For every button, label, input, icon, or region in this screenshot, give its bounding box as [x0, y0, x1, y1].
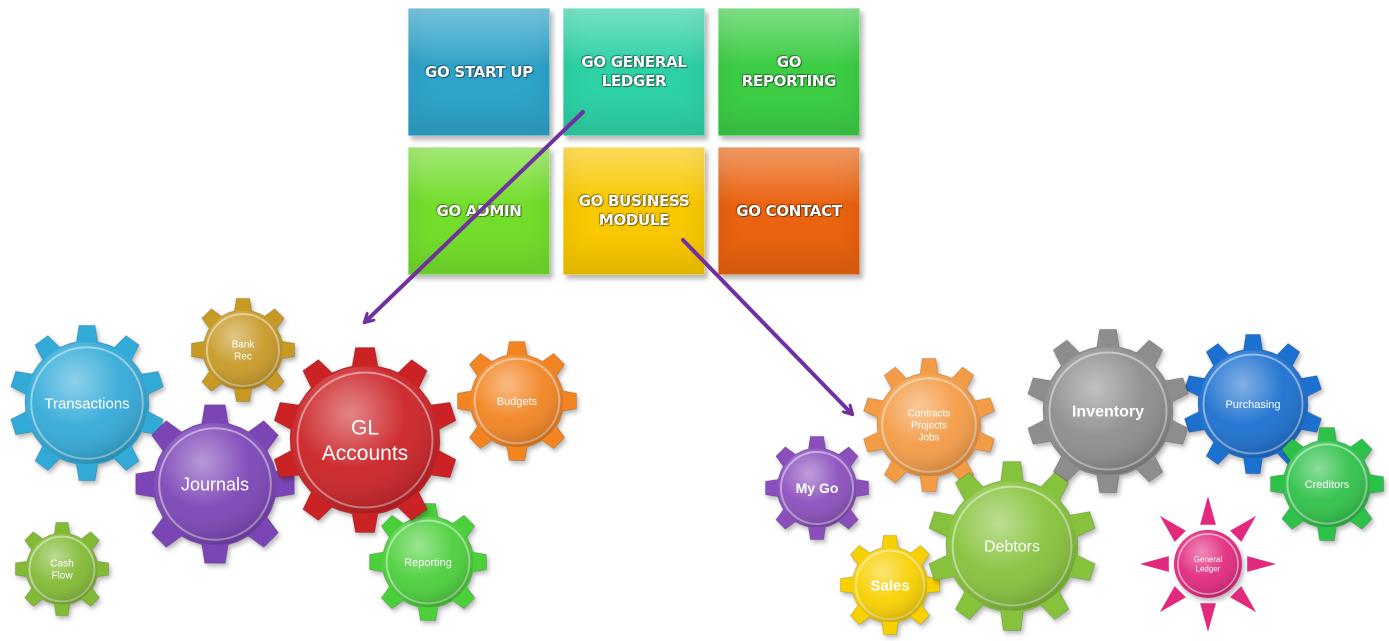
go-admin-label: GO ADMIN	[436, 201, 522, 220]
go-general-ledger-label: GO GENERAL LEDGER	[581, 53, 687, 90]
go-reporting-tile[interactable]: GO REPORTING	[718, 8, 860, 136]
reporting-gear-label: Reporting	[404, 557, 452, 569]
go-reporting-label: GO REPORTING	[741, 53, 837, 90]
my-go-gear-label: My Go	[796, 480, 839, 496]
go-start-up-tile[interactable]: GO START UP	[408, 8, 550, 136]
purchasing-gear[interactable]: Purchasing	[1183, 333, 1323, 475]
my-go-gear[interactable]: My Go	[764, 435, 870, 541]
inventory-gear-label: Inventory	[1072, 404, 1144, 421]
reporting-gear[interactable]: Reporting	[369, 503, 487, 621]
sun-ray	[1159, 515, 1186, 542]
budgets-gear-label: Budgets	[497, 396, 538, 408]
creditors-gear[interactable]: Creditors	[1270, 427, 1384, 541]
journals-gear[interactable]: Journals	[135, 404, 295, 564]
transactions-gear[interactable]: Transactions	[10, 324, 164, 482]
go-contact-tile[interactable]: GO CONTACT	[718, 147, 860, 275]
sun-ray	[1140, 556, 1169, 572]
go-start-up-label: GO START UP	[425, 62, 533, 81]
sales-gear[interactable]: Sales	[839, 534, 941, 636]
sun-ray	[1247, 556, 1276, 572]
debtors-gear-label: Debtors	[984, 539, 1040, 556]
sun-ray	[1159, 586, 1186, 613]
go-general-ledger-tile[interactable]: GO GENERAL LEDGER	[563, 8, 705, 136]
transactions-gear-label: Transactions	[44, 395, 129, 412]
budgets-gear[interactable]: Budgets	[457, 341, 577, 461]
purchasing-gear-label: Purchasing	[1225, 399, 1280, 411]
inventory-gear[interactable]: Inventory	[1027, 328, 1189, 494]
sun-ray	[1200, 496, 1216, 525]
creditors-gear-label: Creditors	[1305, 479, 1350, 491]
journals-gear-label: Journals	[181, 474, 249, 494]
sun-ray	[1200, 603, 1216, 632]
debtors-gear[interactable]: Debtors	[928, 461, 1096, 631]
right-gear-cluster: Purchasing Creditors Inventory Contracts…	[764, 328, 1384, 636]
go-admin-tile[interactable]: GO ADMIN	[408, 147, 550, 275]
module-tile-grid: GO START UP GO GENERAL LEDGER GO REPORTI…	[408, 8, 860, 276]
go-business-module-label: GO BUSINESS MODULE	[578, 192, 690, 229]
sun-ray	[1230, 586, 1257, 613]
go-business-module-tile[interactable]: GO BUSINESS MODULE	[563, 147, 705, 275]
sun-ray	[1230, 515, 1257, 542]
go-contact-label: GO CONTACT	[736, 201, 842, 220]
sales-gear-label: Sales	[870, 577, 909, 594]
